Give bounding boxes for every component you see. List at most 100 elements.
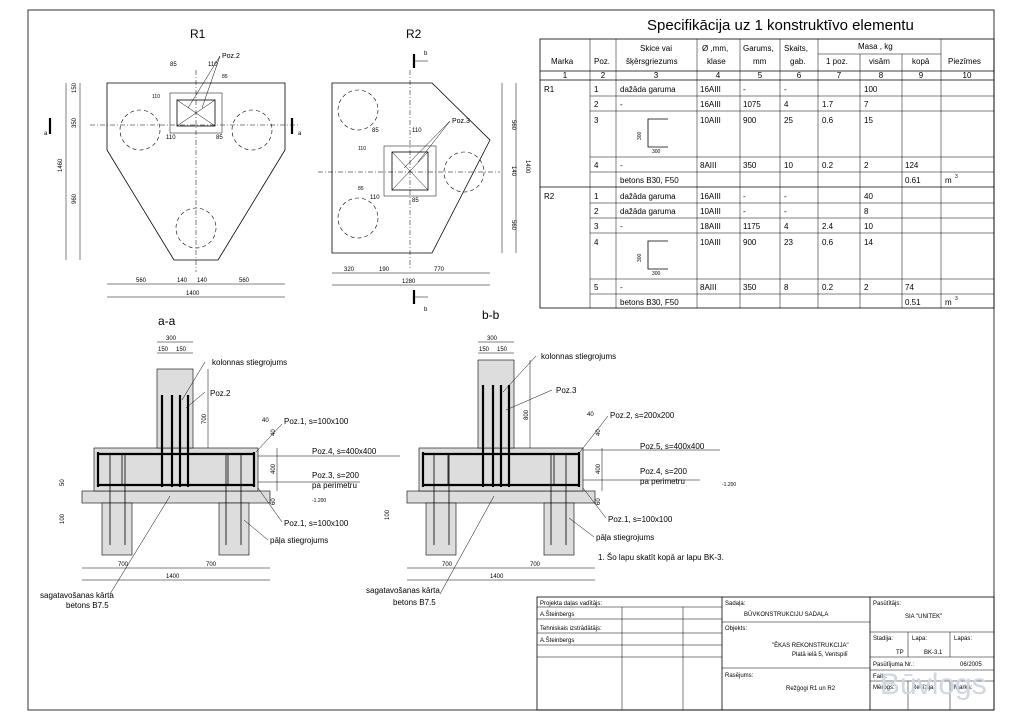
svg-text:b: b — [424, 307, 428, 313]
svg-text:124: 124 — [905, 161, 919, 170]
svg-text:300: 300 — [487, 336, 498, 342]
svg-text:110: 110 — [358, 146, 366, 152]
svg-text:-: - — [620, 283, 623, 292]
svg-text:18AIII: 18AIII — [700, 222, 721, 231]
svg-text:700: 700 — [202, 413, 208, 424]
svg-text:350: 350 — [72, 117, 78, 128]
svg-text:-: - — [620, 222, 623, 231]
svg-text:700: 700 — [530, 562, 541, 568]
svg-text:8AIII: 8AIII — [700, 161, 716, 170]
spec-r1-row: 2 - 16AIII 1075 4 1.7 7 — [594, 100, 869, 109]
svg-text:Masa , kg: Masa , kg — [858, 42, 893, 51]
spec-r2-row: 5 - 8AIII 350 8 0.2 2 74 — [594, 283, 914, 292]
svg-text:0.51: 0.51 — [905, 298, 921, 307]
svg-text:Poz.: Poz. — [594, 57, 610, 66]
svg-text:3: 3 — [955, 174, 958, 180]
section-bb-title: b-b — [482, 308, 500, 322]
svg-text:1460: 1460 — [58, 158, 64, 172]
section-bb: b-b 300 150 150 800 40 40 400 60 100 — [366, 308, 736, 607]
svg-text:klase: klase — [707, 57, 726, 66]
section-aa: a-a 300 150 150 700 40 40 400 60 50 100 — [40, 314, 400, 610]
svg-text:Ø ,mm,: Ø ,mm, — [702, 44, 728, 53]
svg-text:50: 50 — [60, 479, 66, 486]
svg-text:100: 100 — [60, 513, 66, 524]
stirrup-sketch — [647, 240, 668, 270]
svg-text:Lapas:: Lapas: — [954, 636, 972, 642]
watermark-logo: Būvlogs — [880, 668, 987, 701]
spec-column-number: 2 — [601, 71, 606, 80]
svg-text:-: - — [743, 192, 746, 201]
svg-text:visām: visām — [869, 57, 890, 66]
svg-text:betons B30, F50: betons B30, F50 — [620, 298, 679, 307]
svg-text:5: 5 — [594, 283, 599, 292]
svg-text:m: m — [945, 298, 952, 307]
r1-pile-bottom — [175, 207, 217, 249]
bb-label-pala: pāļa stiegrojums — [596, 533, 654, 542]
svg-text:350: 350 — [743, 283, 757, 292]
svg-text:pa perimetru: pa perimetru — [312, 481, 357, 490]
svg-text:dažāda garuma: dažāda garuma — [620, 85, 676, 94]
spec-r1-row: 3 300 300 10AIII 900 25 0.6 15 — [594, 116, 873, 155]
svg-text:3: 3 — [594, 222, 599, 231]
svg-text:Piezīmes: Piezīmes — [948, 57, 981, 66]
svg-text:40: 40 — [587, 412, 594, 418]
svg-text:10: 10 — [864, 222, 873, 231]
svg-text:7: 7 — [864, 100, 869, 109]
spec-r1-marka: R1 — [544, 85, 555, 94]
svg-text:gab.: gab. — [790, 57, 806, 66]
svg-text:23: 23 — [784, 238, 793, 247]
r2-pile-top — [337, 89, 379, 131]
r1-pile-right — [231, 109, 273, 151]
svg-text:Lapa:: Lapa: — [912, 636, 927, 642]
svg-text:A.Šteinbergs: A.Šteinbergs — [540, 611, 574, 618]
svg-text:Fails:: Fails: — [873, 674, 888, 680]
aa-label-poz1-top: Poz.1, s=100x100 — [284, 417, 349, 426]
svg-text:700: 700 — [118, 562, 129, 568]
svg-text:300: 300 — [637, 131, 643, 140]
svg-text:Revīzija:: Revīzija: — [912, 685, 935, 691]
svg-text:-1.200: -1.200 — [722, 482, 736, 488]
sheet-frame — [27, 9, 995, 711]
svg-text:150: 150 — [176, 347, 187, 353]
svg-text:60: 60 — [596, 498, 602, 505]
svg-text:560: 560 — [510, 120, 516, 131]
svg-text:110: 110 — [370, 195, 380, 201]
aa-label-sagatavosanas: sagatavošanas kārta — [40, 591, 114, 600]
svg-text:betons B7.5: betons B7.5 — [393, 598, 436, 607]
r2-title: R2 — [406, 27, 422, 41]
svg-text:betons B30, F50: betons B30, F50 — [620, 176, 679, 185]
svg-text:900: 900 — [743, 116, 757, 125]
svg-text:960: 960 — [72, 193, 78, 204]
svg-text:BK-3.1: BK-3.1 — [924, 650, 943, 656]
aa-label-poz4: Poz.4, s=400x400 — [312, 447, 377, 456]
svg-text:1400: 1400 — [490, 574, 504, 580]
spec-title: Specifikācija uz 1 konstruktīvo elementu — [647, 17, 914, 34]
svg-text:560: 560 — [510, 220, 516, 231]
svg-text:15: 15 — [864, 116, 873, 125]
r2-poz3-label: Poz.3 — [452, 118, 470, 125]
r2-outline — [331, 82, 491, 254]
bb-label-poz3: Poz.3 — [556, 386, 577, 395]
svg-text:140: 140 — [177, 278, 188, 284]
svg-text:800: 800 — [524, 409, 530, 420]
svg-text:Pasūtījuma Nr.:: Pasūtījuma Nr.: — [873, 662, 914, 668]
svg-text:770: 770 — [434, 267, 445, 273]
svg-text:100: 100 — [385, 509, 391, 520]
svg-text:8: 8 — [784, 283, 789, 292]
svg-text:16AIII: 16AIII — [700, 100, 721, 109]
svg-text:10AIII: 10AIII — [700, 207, 721, 216]
svg-text:400: 400 — [271, 463, 277, 474]
svg-text:1280: 1280 — [402, 279, 416, 285]
svg-text:kopā: kopā — [912, 57, 930, 66]
svg-text:10AIII: 10AIII — [700, 238, 721, 247]
svg-text:a: a — [44, 131, 48, 137]
svg-text:dažāda garuma: dažāda garuma — [620, 192, 676, 201]
r1-poz2-label: Poz.2 — [222, 53, 240, 60]
svg-text:betons B7.5: betons B7.5 — [66, 601, 109, 610]
spec-r2-row: 2 dažāda garuma 10AIII - - 8 — [594, 207, 869, 216]
svg-text:4: 4 — [594, 238, 599, 247]
svg-text:1075: 1075 — [743, 100, 761, 109]
svg-text:šķērsgriezums: šķērsgriezums — [626, 57, 678, 66]
